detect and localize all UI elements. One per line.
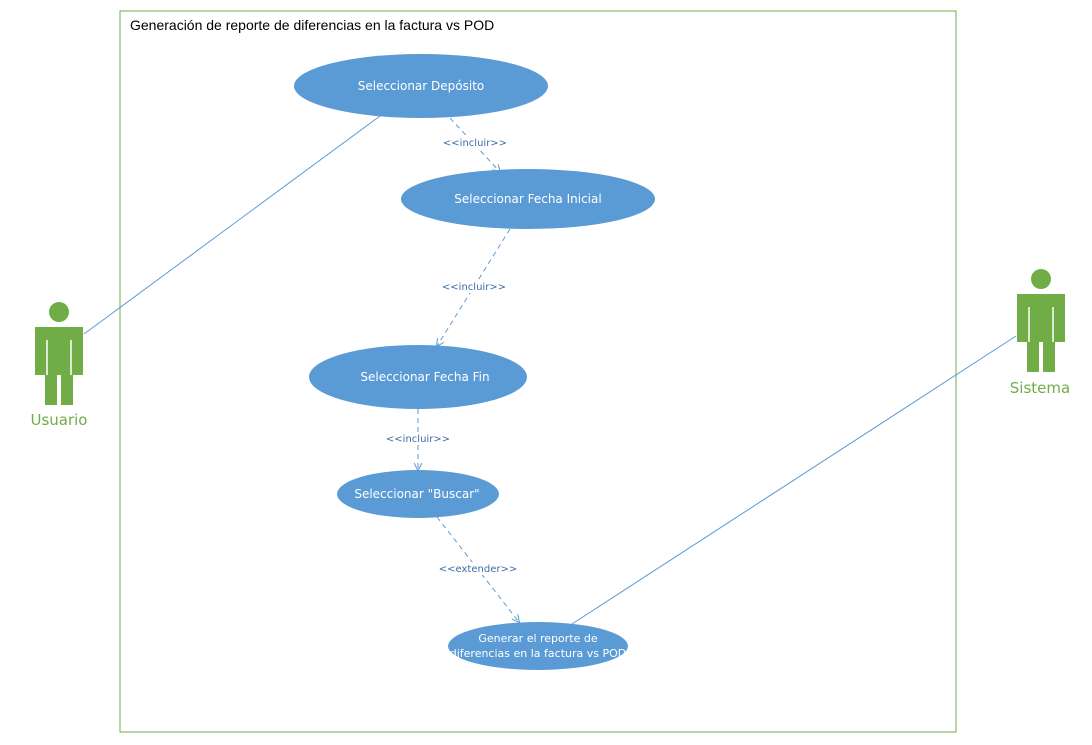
- person-icon: [1017, 269, 1065, 372]
- use-case-label: Seleccionar Fecha Inicial: [454, 192, 601, 206]
- use-case-label: Seleccionar Depósito: [358, 79, 485, 93]
- system-boundary: [119, 10, 957, 733]
- actor-label: Sistema: [1010, 379, 1070, 397]
- association-sistema-reporte: [571, 335, 1017, 625]
- association-usuario-deposito: [83, 115, 381, 335]
- boundary-title: Generación de reporte de diferencias en …: [130, 17, 494, 33]
- include-arrow-2: [437, 228, 511, 346]
- use-case-seleccionar-fecha-fin[interactable]: Seleccionar Fecha Fin: [309, 345, 527, 409]
- use-case-label-line1: Generar el reporte de: [478, 632, 597, 645]
- use-case-seleccionar-fecha-inicial[interactable]: Seleccionar Fecha Inicial: [401, 169, 655, 229]
- use-case-seleccionar-deposito[interactable]: Seleccionar Depósito: [294, 54, 548, 118]
- include-label-2: <<incluir>>: [442, 282, 506, 293]
- extend-label: <<extender>>: [439, 564, 517, 575]
- use-case-label: Seleccionar "Buscar": [354, 487, 479, 501]
- actor-usuario[interactable]: Usuario: [30, 302, 88, 429]
- use-case-generar-reporte[interactable]: Generar el reporte de diferencias en la …: [448, 622, 628, 670]
- include-label-1: <<incluir>>: [443, 138, 507, 149]
- actor-label: Usuario: [30, 411, 87, 429]
- use-case-seleccionar-buscar[interactable]: Seleccionar "Buscar": [337, 470, 499, 518]
- use-case-label-line2: diferencias en la factura vs POD: [450, 647, 627, 660]
- person-icon: [35, 302, 83, 405]
- use-case-label: Seleccionar Fecha Fin: [360, 370, 489, 384]
- actor-sistema[interactable]: Sistema: [1010, 269, 1070, 397]
- include-label-3: <<incluir>>: [386, 434, 450, 445]
